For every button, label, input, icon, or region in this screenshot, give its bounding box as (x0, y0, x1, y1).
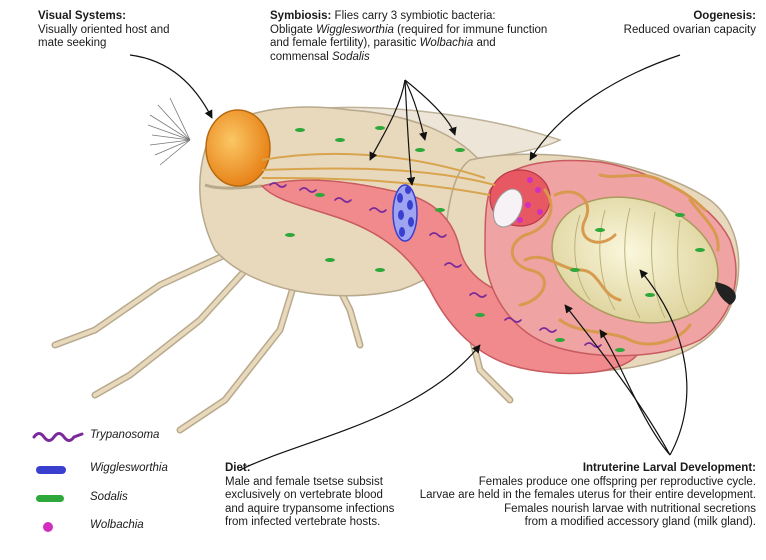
legend-item-sodalis: Sodalis (30, 490, 260, 508)
oogenesis-line: Reduced ovarian capacity (576, 24, 756, 38)
symbiosis-line: Flies carry 3 symbiotic bacteria: (331, 10, 495, 22)
trypanosoma-icon (30, 428, 86, 446)
larval-line: Females nourish larvae with nutritional … (356, 503, 756, 517)
larval-line: from a modified accessory gland (milk gl… (356, 516, 756, 530)
wigglesworthia-term: Wigglesworthia (316, 24, 394, 36)
symbiosis-line: Obligate (270, 24, 316, 36)
symbiosis-line: commensal (270, 51, 332, 63)
legend-item-wolbachia: Wolbachia (30, 518, 260, 536)
larval-line: Females produce one offspring per reprod… (356, 476, 756, 490)
oogenesis-callout: Oogenesis: Reduced ovarian capacity (576, 10, 756, 37)
bacteriome (393, 185, 417, 241)
wigglesworthia-icon (30, 461, 86, 479)
legend-label: Wigglesworthia (90, 462, 168, 474)
legend-label: Trypanosoma (90, 429, 159, 441)
symbiosis-callout: Symbiosis: Flies carry 3 symbiotic bacte… (270, 10, 570, 64)
larval-callout: Intruterine Larval Development: Females … (356, 462, 756, 530)
visual-systems-callout: Visual Systems: Visually oriented host a… (38, 10, 238, 51)
visual-systems-line: Visually oriented host and (38, 24, 238, 38)
compound-eye (206, 110, 270, 186)
legend-label: Wolbachia (90, 519, 144, 531)
wolbachia-icon (30, 518, 86, 536)
larval-line: Larvae are held in the females uterus fo… (356, 489, 756, 503)
sodalis-icon (30, 490, 86, 508)
antenna-bristles (148, 98, 190, 165)
sodalis-term: Sodalis (332, 51, 370, 63)
oogenesis-title: Oogenesis: (576, 10, 756, 24)
legend-item-trypanosoma: Trypanosoma (30, 428, 260, 446)
larval-title: Intruterine Larval Development: (356, 462, 756, 476)
wolbachia-term: Wolbachia (420, 37, 474, 49)
legend-label: Sodalis (90, 491, 128, 503)
visual-systems-line: mate seeking (38, 37, 238, 51)
visual-systems-title: Visual Systems: (38, 10, 238, 24)
symbiosis-line: (required for immune function (394, 24, 547, 36)
symbiosis-title: Symbiosis: (270, 10, 331, 22)
symbiosis-line: and female fertility), parasitic (270, 37, 420, 49)
symbiosis-line: and (473, 37, 495, 49)
legend-item-wigglesworthia: Wigglesworthia (30, 461, 260, 479)
